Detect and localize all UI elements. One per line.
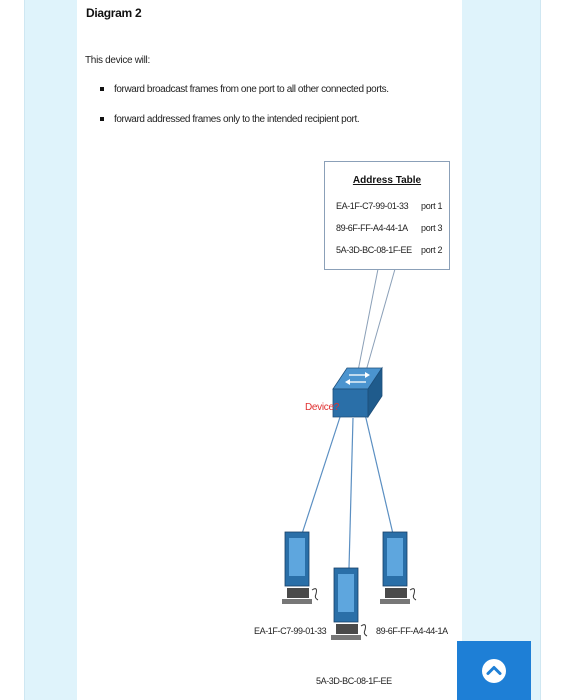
- address-table-port: port 1: [421, 201, 443, 211]
- desktop-computer-icon: [380, 531, 417, 604]
- address-table-mac: 89-6F-FF-A4-44-1A: [336, 223, 408, 233]
- desktop-computer-icon: [331, 567, 368, 640]
- address-table-port: port 3: [421, 223, 443, 233]
- address-table-mac: EA-1F-C7-99-01-33: [336, 201, 409, 211]
- diagram-heading: Diagram 2: [86, 6, 142, 20]
- pc-mac-label: EA-1F-C7-99-01-33: [254, 626, 327, 636]
- intro-text: This device will:: [85, 55, 150, 66]
- link-line: [348, 417, 354, 569]
- bullet-dot-icon: [100, 87, 104, 92]
- desktop-computer-icon: [282, 531, 319, 604]
- bullet-text: forward addressed frames only to the int…: [114, 114, 360, 125]
- bullet-item: forward broadcast frames from one port t…: [100, 84, 389, 95]
- chevron-up-icon: [482, 658, 506, 683]
- bullet-item: forward addressed frames only to the int…: [100, 114, 360, 125]
- callout-line: [357, 268, 379, 372]
- address-table-mac: 5A-3D-BC-08-1F-EE: [336, 245, 412, 255]
- network-switch-icon: [332, 366, 383, 419]
- address-table: Address Table EA-1F-C7-99-01-33 port 1 8…: [324, 161, 450, 270]
- address-table-port: port 2: [421, 245, 443, 255]
- device-label: Device?: [305, 402, 340, 413]
- pc-mac-label: 5A-3D-BC-08-1F-EE: [316, 676, 392, 686]
- address-table-title: Address Table: [352, 175, 422, 186]
- bullet-dot-icon: [100, 117, 104, 122]
- link-line: [364, 413, 394, 535]
- callout-line: [365, 268, 396, 372]
- pc-mac-label: 89-6F-FF-A4-44-1A: [376, 626, 448, 636]
- bullet-text: forward broadcast frames from one port t…: [114, 84, 389, 95]
- scroll-to-top-button[interactable]: [457, 641, 531, 700]
- link-line: [299, 413, 342, 541]
